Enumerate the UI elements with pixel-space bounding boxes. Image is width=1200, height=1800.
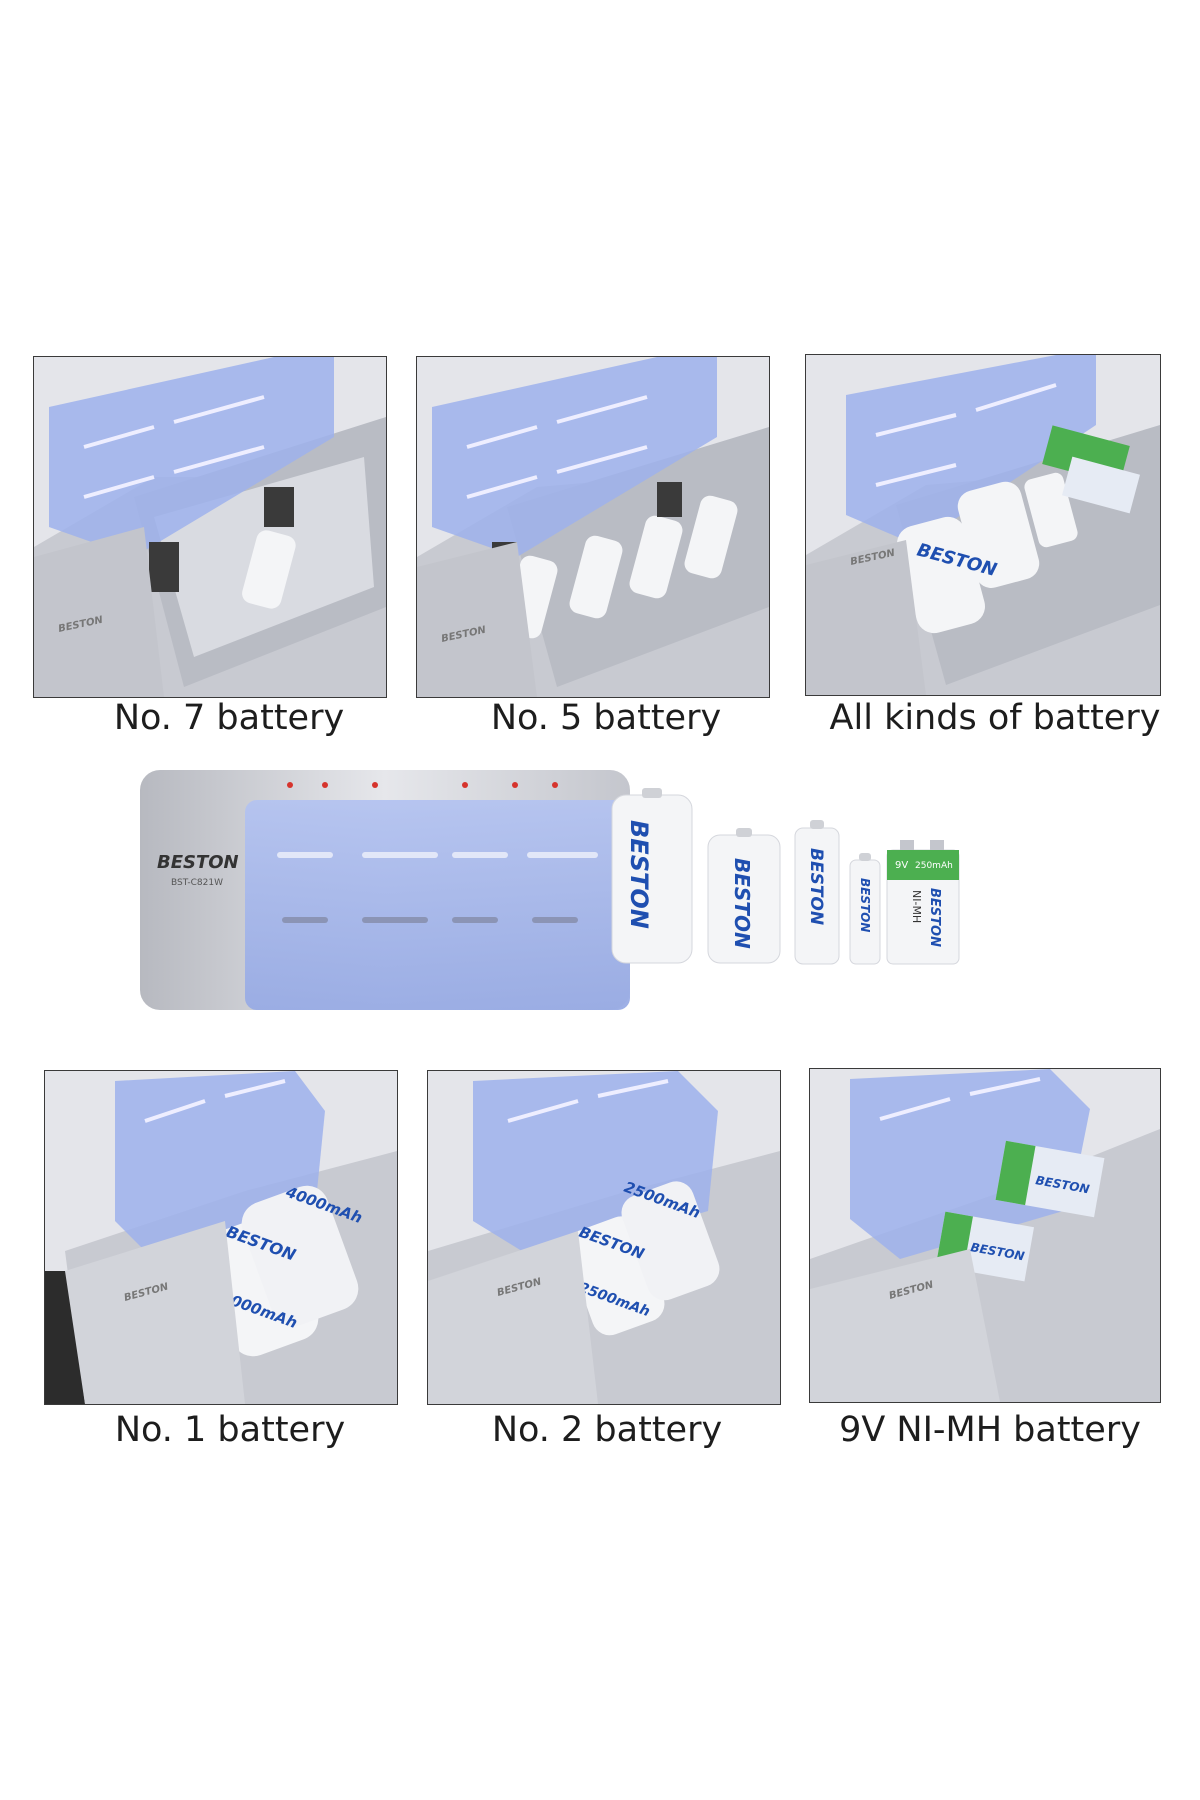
9v-brand: BESTON bbox=[927, 888, 942, 947]
photo-aaa-charger: BESTON bbox=[33, 356, 387, 698]
charger-brand-text: BESTON bbox=[157, 852, 239, 873]
d-cell-battery: BESTON bbox=[611, 788, 693, 964]
caption-all: All kinds of battery bbox=[829, 698, 1161, 738]
aaa-cell-brand: BESTON bbox=[858, 878, 872, 932]
caption-no1: No. 1 battery bbox=[114, 1410, 346, 1450]
c-cell-battery: BESTON bbox=[707, 828, 781, 964]
caption-no5: No. 5 battery bbox=[490, 698, 722, 738]
caption-no2: No. 2 battery bbox=[491, 1410, 723, 1450]
charger-lid bbox=[245, 800, 630, 1010]
caption-9v: 9V NI-MH battery bbox=[839, 1410, 1141, 1450]
aaa-cell-battery: BESTON bbox=[849, 853, 881, 965]
d-cell-brand: BESTON bbox=[625, 820, 653, 929]
caption-no7: No. 7 battery bbox=[113, 698, 345, 738]
9v-battery: 9V 250mAh NI-MH BESTON bbox=[886, 840, 960, 965]
photo-9v-charger: BESTON BESTON BESTON bbox=[809, 1068, 1161, 1403]
photo-c-charger: 2500mAh BESTON 2500mAh BESTON bbox=[427, 1070, 781, 1405]
9v-capacity-label: 250mAh bbox=[915, 861, 953, 871]
aa-cell-brand: BESTON bbox=[806, 848, 826, 925]
c-cell-brand: BESTON bbox=[730, 858, 754, 949]
9v-chemistry-label: NI-MH bbox=[910, 890, 923, 923]
photo-all-charger: BESTON BESTON bbox=[805, 354, 1161, 696]
charger-model-text: BST-C821W bbox=[171, 878, 223, 888]
photo-aa-charger: BESTON bbox=[416, 356, 770, 698]
hero-product-shot: BESTON BST-C821W BESTON BESTON BESTON BE… bbox=[135, 760, 1075, 1020]
d-battery-b bbox=[241, 1185, 359, 1327]
9v-voltage-label: 9V bbox=[895, 860, 908, 871]
c-battery-b bbox=[621, 1181, 720, 1301]
aa-cell-battery: BESTON bbox=[794, 820, 840, 965]
photo-d-charger: BESTON 4000mAh 4000mAh BESTON bbox=[44, 1070, 398, 1405]
